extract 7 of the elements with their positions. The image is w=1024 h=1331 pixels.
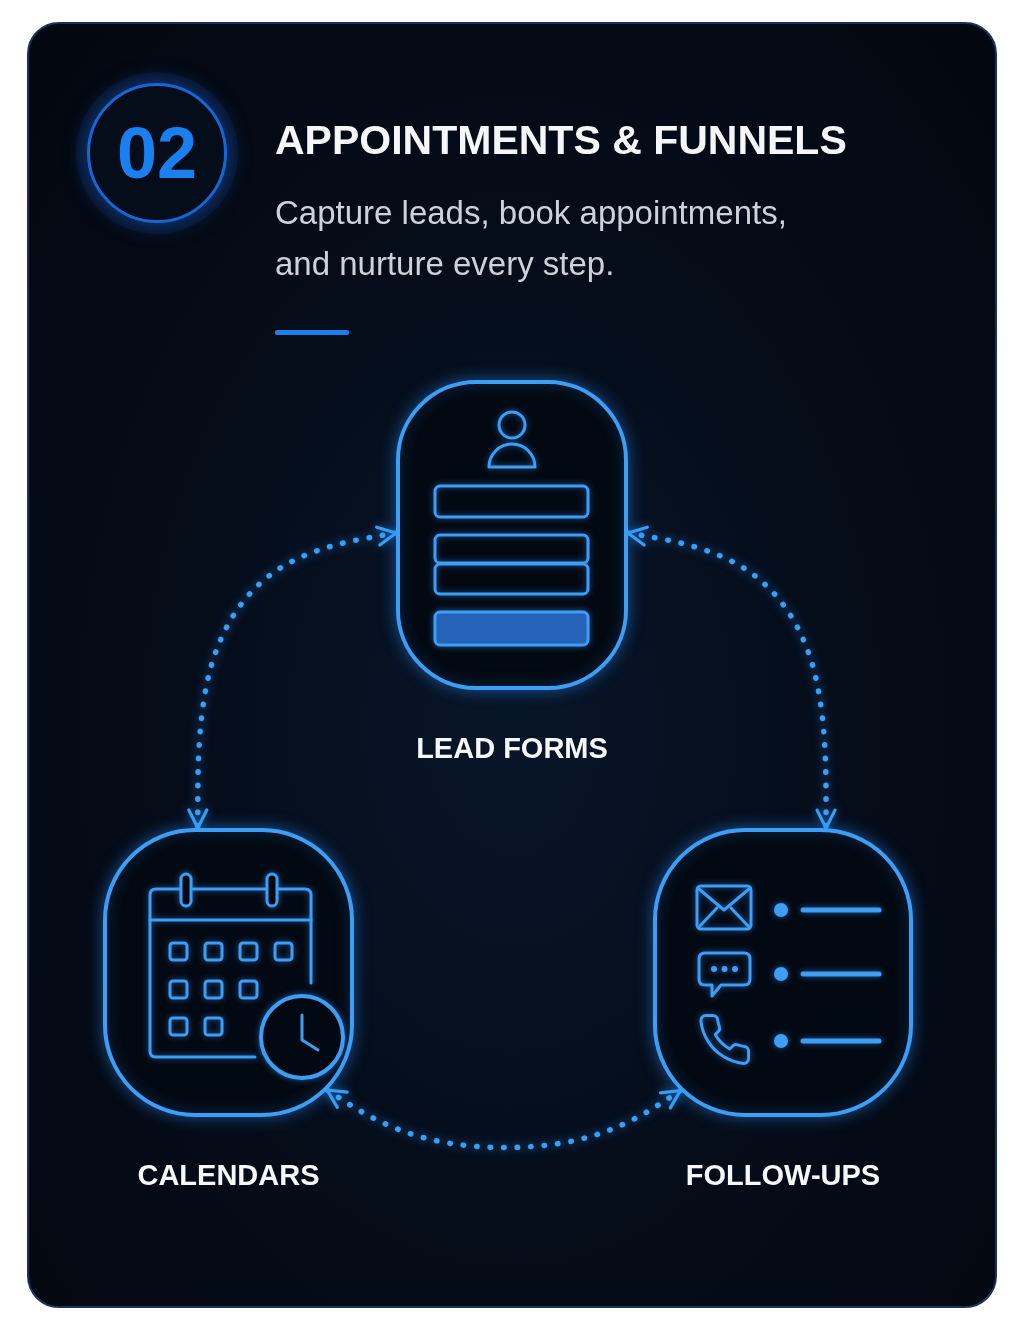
subtitle: Capture leads, book appointments, and nurture every step. [275,193,788,284]
title: APPOINTMENTS & FUNNELS [275,116,847,164]
step-number: 02 [116,117,198,189]
dotted-arrow [324,1087,684,1151]
node-label: FOLLOW-UPS [685,1158,881,1193]
node-label: CALENDARS [137,1158,320,1193]
node-label: LEAD FORMS [416,731,608,766]
